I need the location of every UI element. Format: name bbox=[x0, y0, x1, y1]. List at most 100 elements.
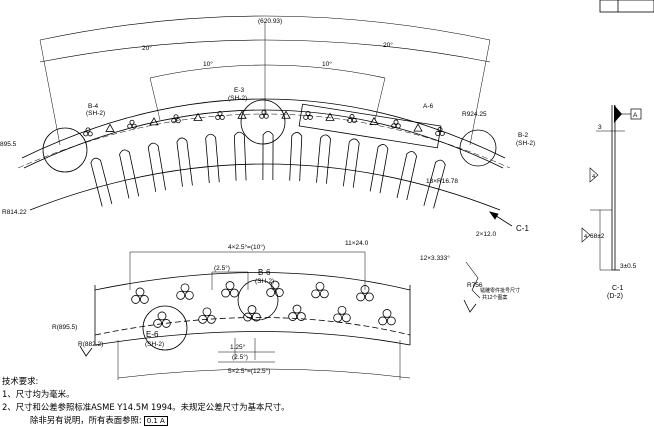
detail-inner-arc bbox=[94, 317, 411, 336]
triangle-mark bbox=[149, 117, 159, 126]
dim-arc-620 bbox=[39, 15, 491, 41]
trefoil-mark bbox=[378, 309, 396, 326]
dim-detail-spacing: 4×2.5°=(10°) bbox=[228, 243, 265, 251]
label-b6-sub: (SH-2) bbox=[255, 278, 274, 285]
label-b2-sub: (SH-2) bbox=[516, 140, 535, 147]
flag-4a: 4 bbox=[592, 174, 595, 180]
dim-detail-r895: R(895.5) bbox=[52, 324, 77, 331]
dim-r924: R924.25 bbox=[462, 111, 487, 118]
dim-r756: R756 bbox=[467, 282, 483, 289]
label-c1-view-sub: (D-2) bbox=[607, 293, 623, 300]
trefoil-mark bbox=[259, 109, 269, 119]
trefoil-mark bbox=[347, 114, 357, 124]
slot bbox=[396, 151, 418, 201]
trefoil-mark bbox=[153, 311, 171, 328]
dim-detail-1-25: 1.25° bbox=[230, 343, 246, 351]
triangle-mark bbox=[237, 110, 247, 119]
trefoil-mark bbox=[215, 111, 225, 120]
technical-notes: 技术要求: 1、尺寸均为毫米。 2、尺寸和公差参照标准ASME Y14.5M 1… bbox=[2, 375, 290, 427]
dim-angle-20-right: 20° bbox=[383, 41, 393, 49]
trefoil-mark bbox=[435, 127, 445, 136]
slot bbox=[423, 159, 446, 209]
trefoil-mark bbox=[171, 114, 181, 124]
detail-circle-e6 bbox=[142, 305, 188, 351]
notes-line-3: 除非另有说明，所有表面参照:0.1 A bbox=[2, 414, 290, 427]
dim-detail-r882: R(882.2) bbox=[78, 341, 103, 348]
triangle-mark bbox=[193, 112, 203, 121]
dim-r756-note2: 共12个图案 bbox=[482, 294, 508, 301]
notes-line-2: 2、尺寸和公差参照标准ASME Y14.5M 1994。未规定公差尺寸为基本尺寸… bbox=[2, 402, 290, 412]
dim-angle-10-left: 10° bbox=[203, 60, 213, 68]
label-b2: B-2 bbox=[518, 132, 529, 139]
trefoil-mark bbox=[131, 287, 149, 304]
slot bbox=[119, 149, 140, 199]
trefoil-mark bbox=[243, 305, 261, 322]
slot bbox=[90, 157, 113, 207]
label-a6: A-6 bbox=[423, 103, 434, 110]
label-c1-arrow: C-1 bbox=[516, 224, 529, 233]
side-dim-68: 68±2 bbox=[590, 233, 605, 240]
slot-group bbox=[90, 131, 446, 209]
label-b4: B-4 bbox=[88, 103, 99, 110]
trefoil-row bbox=[83, 109, 445, 137]
flag-4b: 4 bbox=[584, 234, 587, 240]
trefoil-mark bbox=[288, 304, 306, 321]
triangle-mark bbox=[413, 123, 423, 132]
label-b6: B-6 bbox=[258, 268, 271, 277]
detail-circle-b4 bbox=[42, 127, 88, 173]
slot bbox=[147, 142, 166, 192]
detail-rect-a6 bbox=[298, 103, 442, 149]
side-dim-3: 3 bbox=[598, 124, 602, 131]
dim-angle-20-left: 20° bbox=[142, 44, 152, 52]
slot bbox=[316, 134, 331, 184]
slot bbox=[233, 131, 247, 181]
slot bbox=[342, 138, 360, 188]
dim-arc-length: (620.93) bbox=[258, 18, 282, 25]
dim-angle-10-right: 10° bbox=[322, 60, 332, 68]
datum-a-label: A bbox=[633, 112, 638, 119]
label-b4-sub: (SH-2) bbox=[86, 110, 105, 117]
label-c1-view: C-1 bbox=[612, 285, 623, 292]
detail-circle-b2 bbox=[459, 129, 497, 167]
dim-detail-2-5-b: (2.5°) bbox=[232, 353, 248, 361]
slot bbox=[205, 133, 220, 184]
dim-slots: 13×R16.78 bbox=[426, 178, 458, 185]
trefoil-detail-row bbox=[131, 280, 396, 328]
profile-tolerance-frame: 0.1 A bbox=[143, 415, 168, 426]
dim-slot-width: 11×24.0 bbox=[345, 240, 369, 247]
slot bbox=[176, 137, 193, 187]
triangle-mark bbox=[281, 110, 291, 119]
triangle-mark bbox=[325, 112, 335, 121]
dim-r756-note1: 镭雕零件批号尺寸 bbox=[480, 287, 520, 294]
trefoil-mark bbox=[198, 307, 216, 324]
triangle-mark bbox=[105, 123, 115, 132]
trefoil-mark bbox=[83, 127, 93, 137]
trefoil-mark bbox=[127, 119, 137, 129]
slot bbox=[262, 131, 274, 181]
detail-circle-e3 bbox=[240, 99, 286, 145]
inner-arc bbox=[29, 163, 501, 211]
dim-arc-10 bbox=[149, 64, 386, 79]
side-dim-3-05: 3±0.5 bbox=[620, 263, 637, 270]
trefoil-mark bbox=[333, 305, 351, 323]
dim-arc-r895 bbox=[17, 113, 511, 169]
dim-r814: R814.22 bbox=[2, 209, 27, 216]
trefoil-mark bbox=[176, 283, 194, 300]
title-block-corner bbox=[599, 0, 654, 13]
dim-2x12: 2×12.0 bbox=[476, 231, 496, 238]
notes-line-1: 1、尺寸均为毫米。 bbox=[2, 389, 75, 399]
label-e3-sub: (SH-2) bbox=[228, 95, 247, 102]
triangle-mark bbox=[369, 116, 379, 126]
label-e6: E-6 bbox=[146, 330, 159, 339]
outer-arc bbox=[21, 98, 506, 159]
trefoil-mark bbox=[303, 110, 313, 120]
notes-line-3-text: 除非另有说明，所有表面参照: bbox=[30, 415, 142, 425]
label-e6-sub: (SH-2) bbox=[145, 341, 164, 348]
trefoil-mark bbox=[221, 281, 239, 298]
trefoil-mark bbox=[311, 281, 329, 299]
dim-slot-angle: 12×3.333° bbox=[420, 254, 450, 262]
dim-r895: 895.5 bbox=[0, 141, 17, 148]
slot bbox=[289, 132, 303, 182]
trefoil-mark bbox=[391, 119, 401, 129]
